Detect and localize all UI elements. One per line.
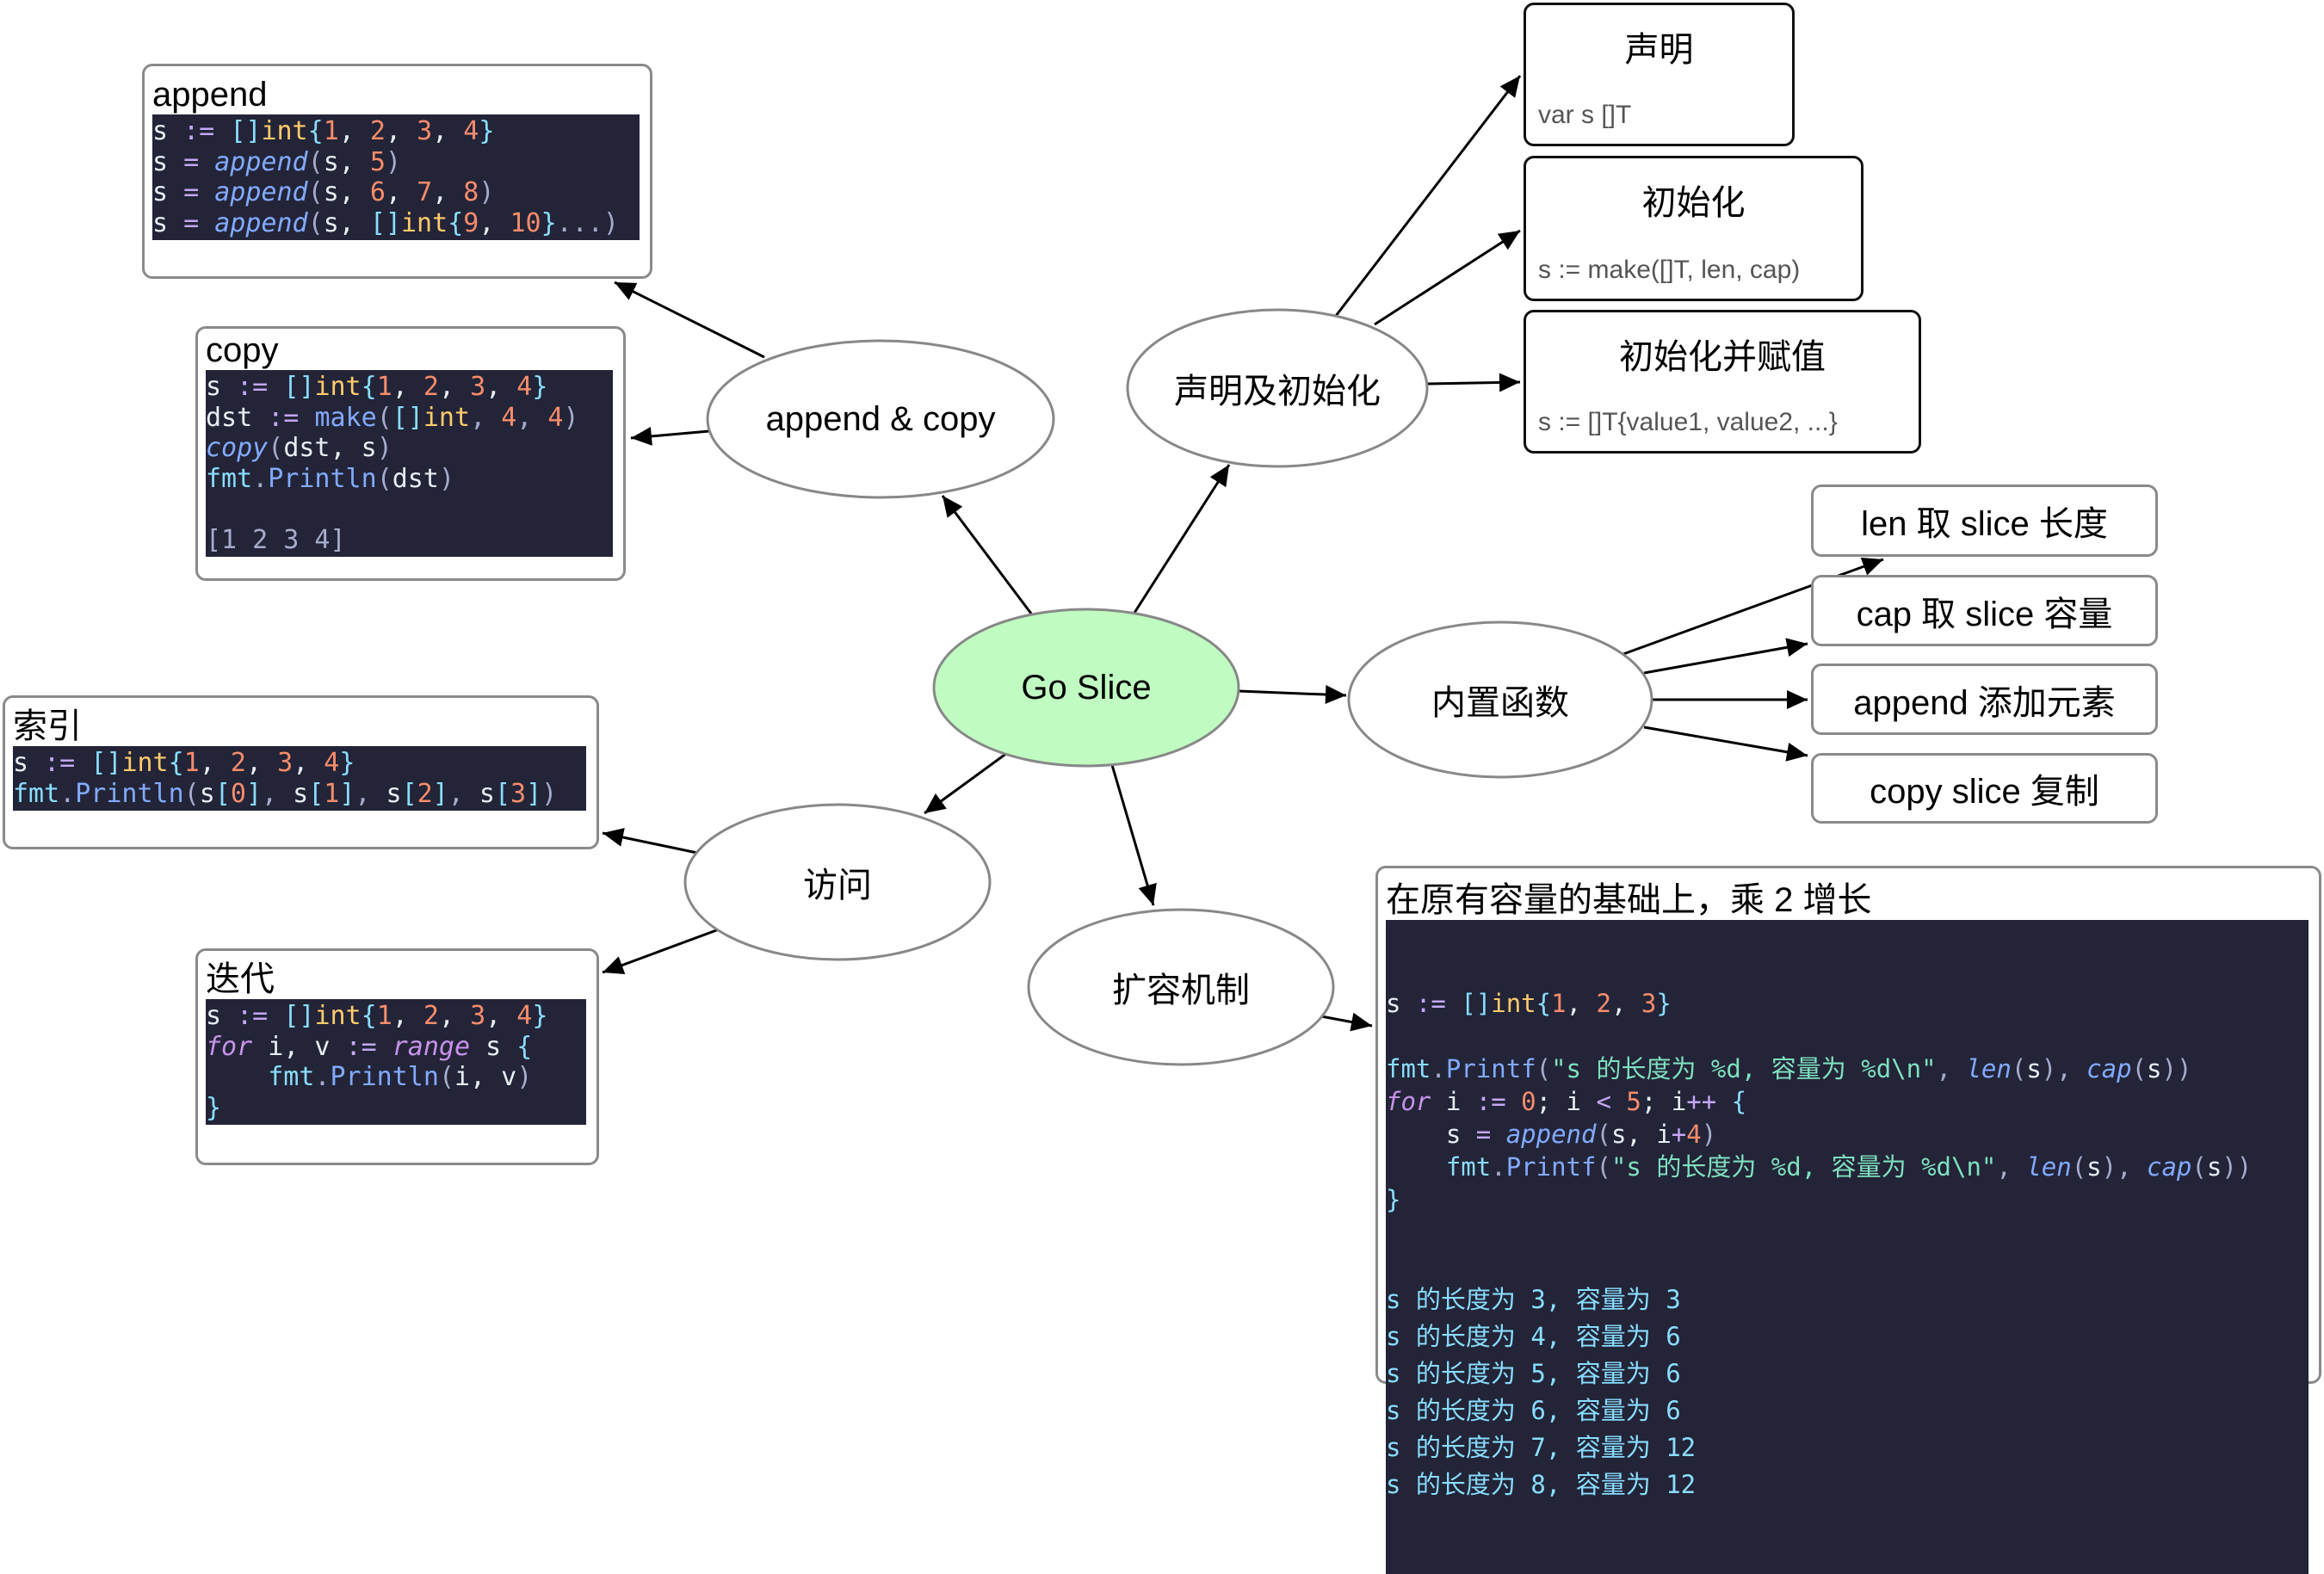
init-card-title: 初始化 — [1641, 184, 1746, 222]
index-card: 索引 s := []int{1, 2, 3, 4}fmt.Println(s[0… — [3, 695, 599, 849]
node-builtins[interactable] — [1347, 620, 1653, 779]
declare-card: 声明 var s []T — [1524, 3, 1795, 146]
arrowhead-icon — [943, 496, 963, 518]
growth-card-title: 在原有容量的基础上，乘 2 增长 — [1386, 881, 1872, 919]
iterate-card: 迭代 s := []int{1, 2, 3, 4}for i, v := ran… — [195, 948, 599, 1165]
arrowhead-icon — [1209, 465, 1229, 488]
output-line: s 的长度为 5, 容量为 6 — [1386, 1359, 1681, 1388]
edge-copy-fn — [1643, 725, 1808, 757]
code-line: } — [1386, 1185, 1401, 1214]
node-growth[interactable] — [1027, 908, 1335, 1066]
arrowhead-icon — [1785, 638, 1808, 657]
arrowhead-icon — [1138, 882, 1157, 905]
index-code-block: s := []int{1, 2, 3, 4}fmt.Println(s[0], … — [13, 746, 586, 811]
edge-center-declare-init — [1133, 464, 1231, 614]
code-line: s = append(s, i+4) — [1386, 1120, 1717, 1149]
code-line: dst := make([]int, 4, 4) — [206, 402, 579, 433]
init-assign-card-code: s := []T{value1, value2, ...} — [1538, 408, 1838, 436]
edge-init — [1374, 229, 1521, 326]
arrowhead-icon — [1497, 231, 1520, 250]
arrowhead-icon — [1499, 76, 1520, 98]
code-line: s := []int{1, 2, 3} — [1386, 989, 1672, 1018]
code-line: s = append(s, []int{9, 10}...) — [152, 207, 619, 238]
edge-center-append-copy — [941, 495, 1033, 614]
code-line: s := []int{1, 2, 3, 4} — [206, 1001, 548, 1031]
builtin-copy-card: copy slice 复制 — [1811, 753, 2158, 824]
code-line — [1386, 1020, 2309, 1052]
code-line: fmt.Printf("s 的长度为 %d, 容量为 %d\n", len(s)… — [1445, 1152, 2253, 1182]
code-line: fmt.Println(s[0], s[1], s[2], s[3]) — [13, 778, 558, 809]
builtin-cap-card: cap 取 slice 容量 — [1811, 575, 2158, 646]
init-assign-card: 初始化并赋值 s := []T{value1, value2, ...} — [1524, 310, 1921, 454]
declare-card-code: var s []T — [1538, 101, 1632, 129]
append-card: append s := []int{1, 2, 3, 4}s = append(… — [142, 64, 652, 279]
diagram-edges — [602, 75, 1884, 1066]
growth-code-lines: s := []int{1, 2, 3} fmt.Printf("s 的长度为 %… — [1386, 987, 2309, 1216]
output-line: s 的长度为 8, 容量为 12 — [1386, 1470, 1697, 1499]
init-assign-card-title: 初始化并赋值 — [1619, 338, 1826, 376]
edge-cap — [1643, 642, 1808, 675]
builtin-len-card: len 取 slice 长度 — [1811, 485, 2158, 557]
iterate-card-title: 迭代 — [206, 960, 275, 998]
node-declare-init[interactable] — [1126, 308, 1429, 468]
arrowhead-icon — [1499, 373, 1520, 392]
code-line: fmt.Println(i, v) — [268, 1062, 533, 1092]
growth-code-block: s := []int{1, 2, 3} fmt.Printf("s 的长度为 %… — [1386, 920, 2309, 1574]
code-line — [206, 494, 613, 525]
code-line: for i := 0; i < 5; i++ { — [1386, 1087, 1747, 1116]
arrowhead-icon — [615, 282, 638, 300]
code-line: s := []int{1, 2, 3, 4} — [206, 372, 548, 402]
arrowhead-icon — [924, 793, 947, 813]
arrowhead-icon — [603, 828, 625, 847]
copy-card-title: copy — [206, 331, 279, 369]
output-line: s 的长度为 6, 容量为 6 — [1386, 1396, 1681, 1425]
code-line: s = append(s, 6, 7, 8) — [152, 177, 495, 207]
copy-code-block: s := []int{1, 2, 3, 4}dst := make([]int,… — [206, 370, 613, 557]
code-line: fmt.Printf("s 的长度为 %d, 容量为 %d\n", len(s)… — [1386, 1054, 2192, 1083]
code-line: [1 2 3 4] — [206, 524, 346, 555]
output-line: s 的长度为 4, 容量为 6 — [1386, 1322, 1681, 1351]
code-line: s = append(s, 5) — [152, 146, 401, 177]
edge-declare — [1334, 75, 1522, 317]
code-line: for i, v := range s { — [206, 1031, 533, 1062]
code-line: s := []int{1, 2, 3, 4} — [152, 116, 495, 146]
arrowhead-icon — [603, 956, 626, 974]
declare-card-title: 声明 — [1624, 31, 1694, 69]
edge-append-copy-append — [614, 281, 765, 359]
arrowhead-icon — [1785, 743, 1808, 762]
arrowhead-icon — [631, 426, 652, 446]
growth-output: s 的长度为 3, 容量为 3 s 的长度为 4, 容量为 6 s 的长度为 5, … — [1386, 1281, 2309, 1503]
code-line: fmt.Println(dst) — [206, 463, 454, 494]
growth-card: 在原有容量的基础上，乘 2 增长 s := []int{1, 2, 3} fmt… — [1375, 866, 2321, 1574]
edge-center-growth — [1110, 764, 1155, 906]
arrowhead-icon — [1350, 1012, 1372, 1032]
code-line: } — [206, 1092, 222, 1123]
center-node[interactable] — [932, 608, 1240, 768]
code-line: s := []int{1, 2, 3, 4} — [13, 748, 355, 778]
index-card-title: 索引 — [13, 707, 82, 745]
node-access[interactable] — [683, 803, 992, 961]
code-line: copy(dst, s) — [206, 433, 392, 463]
output-line: s 的长度为 7, 容量为 12 — [1386, 1433, 1697, 1462]
append-card-title: append — [152, 76, 268, 114]
arrowhead-icon — [1787, 690, 1808, 709]
append-code-block: s := []int{1, 2, 3, 4}s = append(s, 5)s … — [152, 114, 640, 240]
builtin-append-card: append 添加元素 — [1811, 664, 2158, 735]
arrowhead-icon — [1325, 685, 1346, 705]
init-card: 初始化 s := make([]T, len, cap) — [1524, 156, 1864, 301]
arrowhead-icon — [1860, 557, 1883, 576]
copy-card: copy s := []int{1, 2, 3, 4}dst := make([… — [195, 326, 626, 581]
output-line: s 的长度为 3, 容量为 3 — [1386, 1285, 1681, 1314]
iterate-code-block: s := []int{1, 2, 3, 4}for i, v := range … — [206, 999, 586, 1125]
init-card-code: s := make([]T, len, cap) — [1538, 256, 1801, 284]
node-append-copy[interactable] — [706, 339, 1055, 499]
